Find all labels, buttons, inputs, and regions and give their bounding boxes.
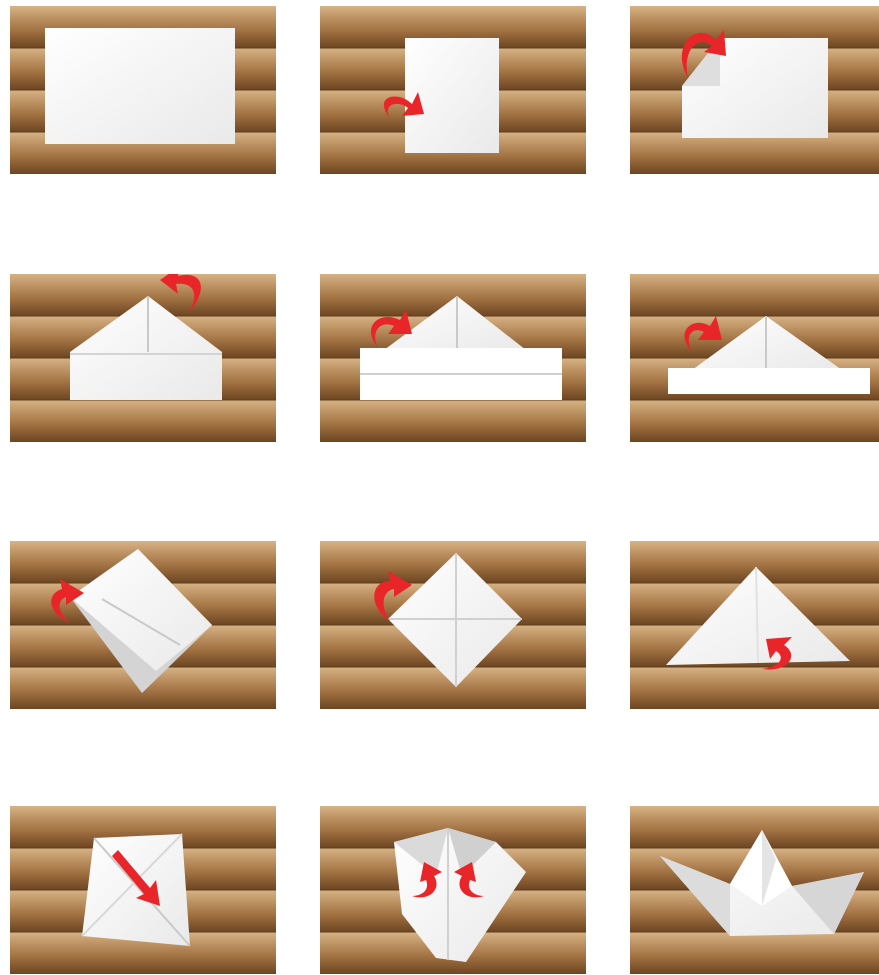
folded-paper bbox=[405, 38, 499, 153]
step-7-panel bbox=[10, 541, 276, 709]
step-2-panel bbox=[320, 6, 586, 174]
step-4-panel bbox=[10, 274, 276, 442]
step-11-panel bbox=[320, 806, 586, 974]
step-10-panel bbox=[10, 806, 276, 974]
step-3-panel bbox=[630, 6, 879, 174]
step-6-panel bbox=[630, 274, 879, 442]
flattened-brim bbox=[668, 368, 870, 394]
step-9-panel bbox=[630, 541, 879, 709]
step-12-panel bbox=[630, 806, 879, 974]
paper-sheet bbox=[45, 28, 235, 144]
step-1-panel bbox=[10, 6, 276, 174]
step-8-panel bbox=[320, 541, 586, 709]
step-5-panel bbox=[320, 274, 586, 442]
